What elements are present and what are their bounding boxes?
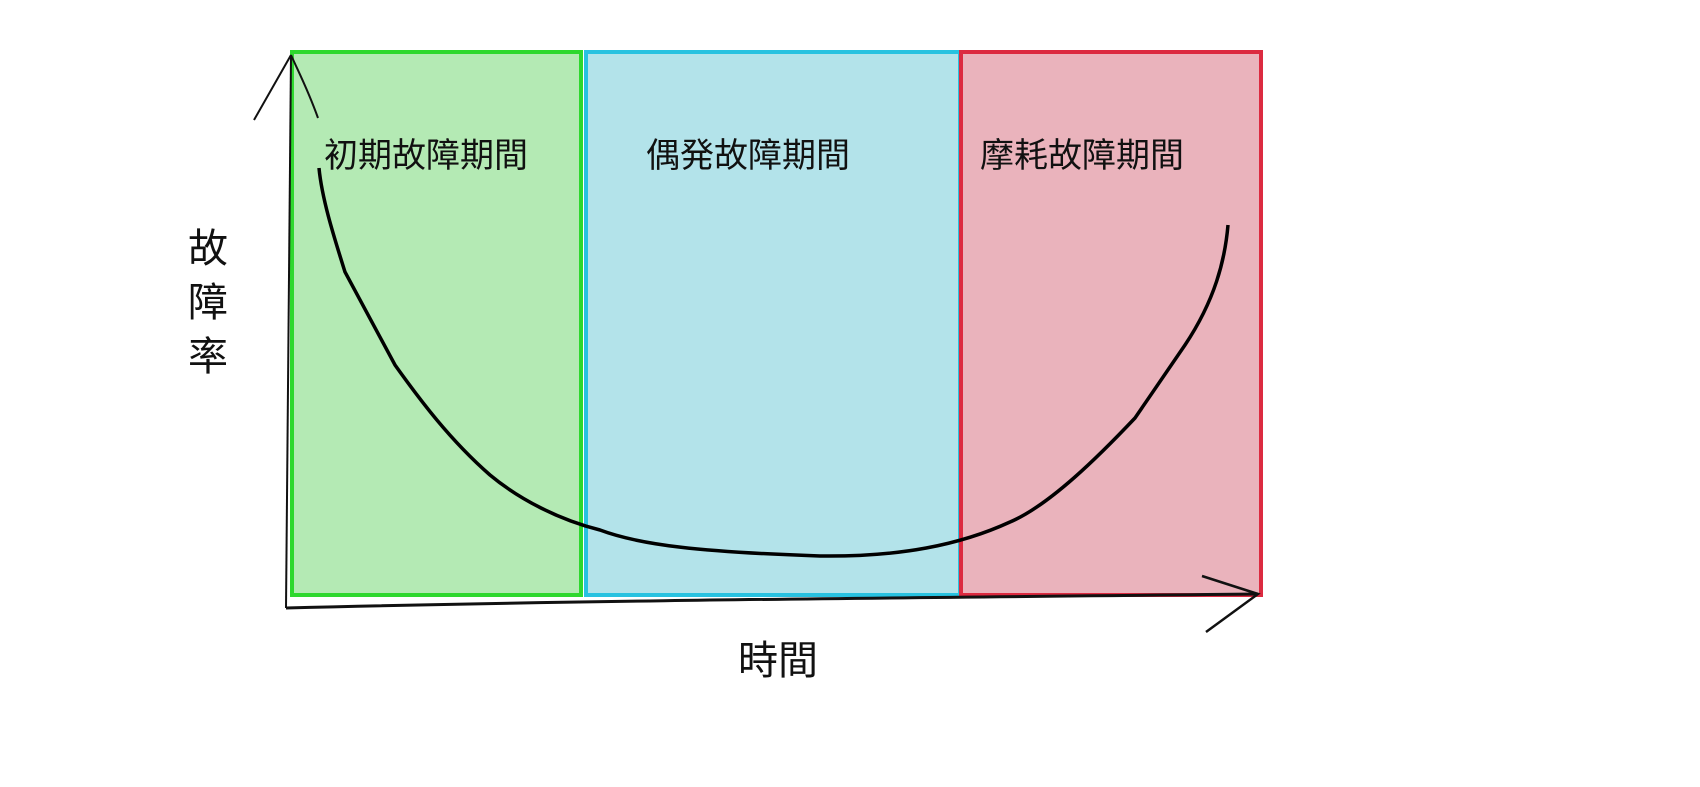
region-label-wearout: 摩耗故障期間	[980, 136, 1184, 176]
region-random-failure	[584, 50, 962, 597]
x-axis-label: 時間	[738, 638, 818, 684]
failure-rate-curve	[317, 167, 1230, 558]
y-axis	[285, 54, 292, 609]
y-axis-arrow	[253, 54, 319, 121]
region-label-early: 初期故障期間	[324, 136, 528, 176]
region-wearout-failure	[959, 50, 1263, 597]
y-axis-label: 故障率	[188, 226, 228, 380]
region-label-random: 偶発故障期間	[646, 136, 850, 176]
x-axis-arrow	[1201, 574, 1261, 634]
x-axis	[285, 592, 1259, 610]
